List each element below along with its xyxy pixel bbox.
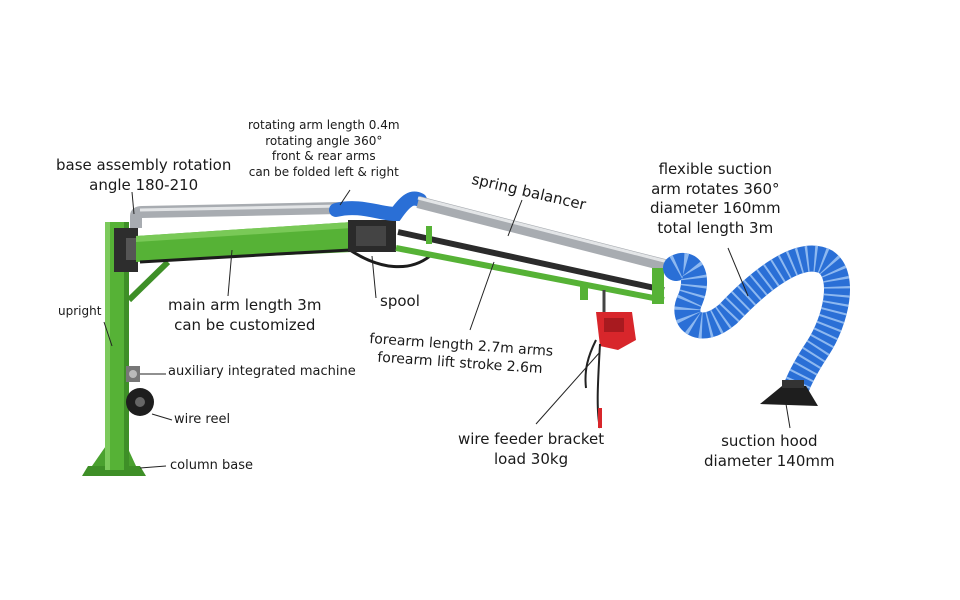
label-flexible-arm: flexible suction arm rotates 360° diamet…	[650, 160, 781, 238]
main-arm-cable	[139, 248, 431, 269]
leader-suction-hood	[785, 403, 791, 429]
leader-spool	[371, 255, 377, 299]
label-upright-text: upright	[58, 304, 102, 318]
label-wire-reel: wire reel	[174, 412, 230, 429]
label-rotating-arm-line1: rotating arm length 0.4m	[248, 118, 400, 132]
forearm-bar	[395, 245, 665, 303]
leader-base-rotation	[131, 191, 135, 215]
label-spool: spool	[380, 292, 420, 312]
label-flexible-arm-line1: flexible suction	[658, 160, 773, 178]
rotating-joint	[348, 220, 396, 252]
spring-balancer-tube	[397, 229, 665, 293]
auxiliary-machine	[126, 366, 140, 382]
label-rotating-arm-line2: rotating angle 360°	[265, 133, 383, 148]
label-main-arm-line2: can be customized	[174, 315, 316, 334]
leader-main-arm	[227, 249, 233, 297]
label-rotating-arm-line3: front & rear arms	[271, 149, 376, 164]
wire-feeder	[584, 290, 636, 429]
label-wire-feeder-line1: wire feeder bracket	[458, 430, 605, 448]
label-main-arm: main arm length 3m can be customized	[168, 296, 321, 335]
forearm-post	[426, 226, 432, 244]
wire-reel-spool	[126, 388, 154, 416]
label-main-arm-line1: main arm length 3m	[168, 296, 322, 314]
label-flexible-arm-line2: arm rotates 360°	[651, 179, 780, 198]
leader-column-base	[139, 465, 167, 469]
suction-hood	[760, 380, 818, 406]
leader-rotating-arm	[339, 189, 351, 206]
label-wire-feeder: wire feeder bracket load 30kg	[458, 430, 604, 469]
label-suction-hood-line1: suction hood	[721, 432, 818, 450]
forearm-post-2	[580, 286, 588, 300]
label-wire-feeder-line2: load 30kg	[493, 449, 569, 468]
label-flexible-arm-line3: diameter 160mm	[650, 199, 781, 217]
label-auxiliary: auxiliary integrated machine	[168, 364, 356, 381]
leader-spring-balancer	[507, 199, 523, 237]
label-base-rotation: base assembly rotation angle 180-210	[56, 156, 231, 195]
label-wire-reel-text: wire reel	[174, 412, 231, 427]
leader-lines	[103, 189, 791, 469]
leader-wire-reel	[151, 413, 173, 421]
joint-hose	[329, 191, 427, 222]
label-flexible-arm-line4: total length 3m	[657, 218, 774, 237]
label-rotating-arm-line4: can be folded left & right	[248, 164, 399, 179]
label-base-rotation-line1: base assembly rotation	[56, 156, 232, 174]
rotation-head	[114, 228, 138, 272]
label-spool-text: spool	[380, 292, 420, 310]
label-rotating-arm: rotating arm length 0.4m rotating angle …	[248, 118, 400, 180]
forearm-duct	[416, 196, 678, 274]
leader-wire-feeder	[535, 351, 601, 425]
hose-ribs	[669, 245, 850, 393]
leader-forearm	[469, 261, 495, 331]
label-column-base: column base	[170, 458, 253, 475]
label-auxiliary-text: auxiliary integrated machine	[168, 364, 356, 379]
label-base-rotation-line2: angle 180-210	[89, 175, 199, 194]
label-upright: upright	[58, 304, 101, 320]
main-arm-duct	[130, 202, 341, 228]
label-column-base-text: column base	[170, 458, 253, 473]
leader-upright	[103, 321, 113, 347]
support-brace	[126, 259, 171, 303]
label-suction-hood: suction hood diameter 140mm	[704, 432, 835, 471]
leader-flexible-arm	[727, 247, 749, 297]
forearm-end-bracket	[652, 268, 664, 304]
label-suction-hood-line2: diameter 140mm	[704, 451, 835, 470]
